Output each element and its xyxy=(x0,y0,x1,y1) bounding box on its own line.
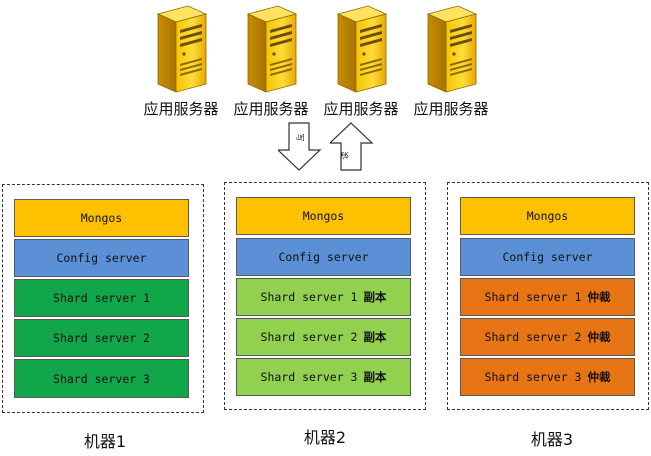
machine-label: 机器3 xyxy=(530,430,574,449)
server-icon xyxy=(247,5,297,93)
machine-label: 机器1 xyxy=(83,432,127,451)
mongos-box: Mongos xyxy=(14,199,189,237)
app-server-3: 应用服务器 xyxy=(316,4,406,120)
server-label: 应用服务器 xyxy=(413,100,489,118)
write-arrow-label: 写 xyxy=(295,133,305,142)
mongos-box: Mongos xyxy=(460,197,635,235)
read-arrow-label: 读 xyxy=(340,151,350,160)
write-arrow-icon xyxy=(278,122,322,171)
server-icon xyxy=(427,5,477,93)
server-icon xyxy=(337,5,387,93)
config-server-box: Config server xyxy=(460,238,635,276)
app-server-4: 应用服务器 xyxy=(406,4,496,120)
app-server-2: 应用服务器 xyxy=(226,4,316,120)
shard-server-box: Shard server 1 xyxy=(14,279,189,317)
mongos-box: Mongos xyxy=(236,197,411,235)
shard-server-box: Shard server 2 xyxy=(14,319,189,357)
server-label: 应用服务器 xyxy=(323,100,399,118)
config-server-box: Config server xyxy=(14,239,189,277)
shard-server-box: Shard server 3 xyxy=(14,359,189,398)
machine-2 xyxy=(224,182,426,410)
machine-1 xyxy=(2,184,204,413)
server-icon xyxy=(157,5,207,93)
server-label: 应用服务器 xyxy=(233,100,309,118)
read-arrow-icon xyxy=(330,122,374,171)
config-server-box: Config server xyxy=(236,238,411,276)
app-server-1: 应用服务器 xyxy=(136,4,226,120)
server-label: 应用服务器 xyxy=(143,100,219,118)
machine-3 xyxy=(447,182,649,410)
machine-label: 机器2 xyxy=(303,428,347,447)
